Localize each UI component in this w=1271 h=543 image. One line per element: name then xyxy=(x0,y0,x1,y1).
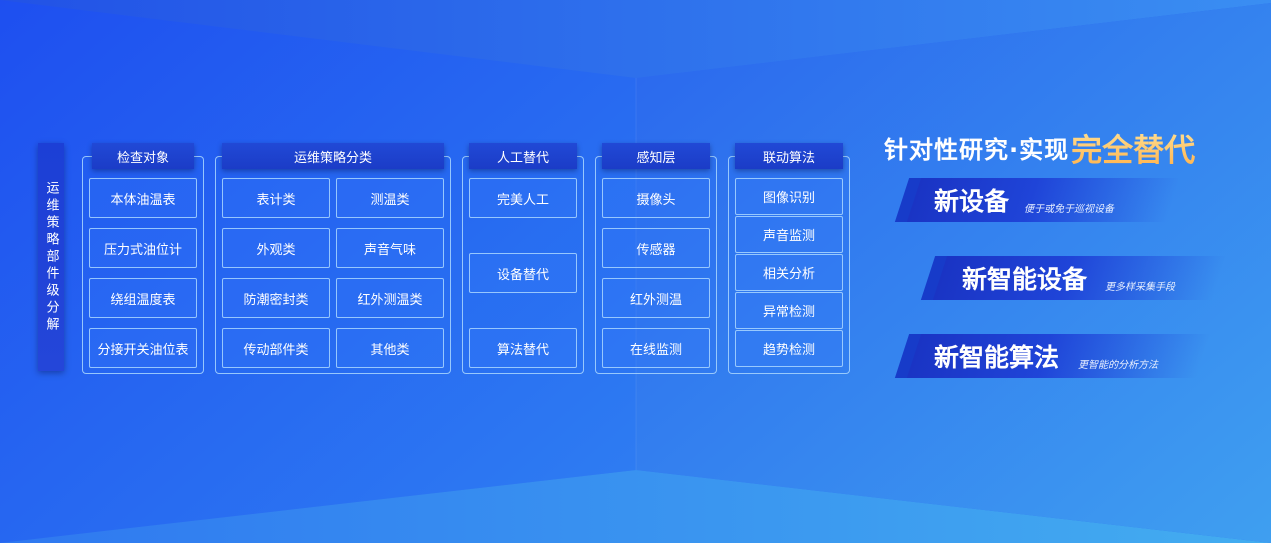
group-strategy-header: 运维策略分类 xyxy=(222,143,444,169)
strategy-item: 测温类 xyxy=(336,178,444,218)
group-algo xyxy=(728,156,850,374)
strategy-item: 红外测温类 xyxy=(336,278,444,318)
feature-title: 新设备 xyxy=(934,187,1010,216)
side-label-text: 运维策略部件级分解 xyxy=(43,180,59,334)
algo-item: 声音监测 xyxy=(735,216,843,253)
inspect-item: 分接开关油位表 xyxy=(89,328,197,368)
feature-new-device: 新设备 便于或免于巡视设备 xyxy=(894,178,1181,222)
sense-item: 传感器 xyxy=(602,228,710,268)
headline-prefix: 针对性研究·实现 xyxy=(884,135,1070,164)
feature-subtitle: 更多样采集手段 xyxy=(1105,281,1175,293)
feature-title: 新智能算法 xyxy=(934,343,1060,372)
group-replace-header: 人工替代 xyxy=(469,143,577,169)
replace-item: 设备替代 xyxy=(469,253,577,293)
side-label: 运维策略部件级分解 xyxy=(38,143,64,371)
feature-new-smart-algorithm: 新智能算法 更智能的分析方法 xyxy=(894,334,1211,378)
feature-title: 新智能设备 xyxy=(962,265,1088,294)
strategy-item: 传动部件类 xyxy=(222,328,330,368)
sense-item: 红外测温 xyxy=(602,278,710,318)
replace-item: 算法替代 xyxy=(469,328,577,368)
group-replace xyxy=(462,156,584,374)
replace-item: 完美人工 xyxy=(469,178,577,218)
algo-item: 图像识别 xyxy=(735,178,843,215)
strategy-item: 防潮密封类 xyxy=(222,278,330,318)
strategy-item: 声音气味 xyxy=(336,228,444,268)
strategy-item: 表计类 xyxy=(222,178,330,218)
feature-subtitle: 便于或免于巡视设备 xyxy=(1024,203,1114,215)
group-inspect-header: 检查对象 xyxy=(92,143,194,169)
group-inspect xyxy=(82,156,204,374)
inspect-item: 绕组温度表 xyxy=(89,278,197,318)
sense-item: 摄像头 xyxy=(602,178,710,218)
feature-subtitle: 更智能的分析方法 xyxy=(1078,359,1158,371)
feature-new-smart-device: 新智能设备 更多样采集手段 xyxy=(920,256,1227,300)
strategy-item: 外观类 xyxy=(222,228,330,268)
headline-highlight: 完全替代 xyxy=(1071,125,1195,170)
group-strategy xyxy=(215,156,451,374)
group-sense-header: 感知层 xyxy=(602,143,710,169)
group-algo-header: 联动算法 xyxy=(735,143,843,169)
sense-item: 在线监测 xyxy=(602,328,710,368)
algo-item: 异常检测 xyxy=(735,292,843,329)
inspect-item: 本体油温表 xyxy=(89,178,197,218)
headline: 针对性研究·实现 完全替代 xyxy=(884,124,1195,170)
algo-item: 趋势检测 xyxy=(735,330,843,367)
strategy-item: 其他类 xyxy=(336,328,444,368)
algo-item: 相关分析 xyxy=(735,254,843,291)
inspect-item: 压力式油位计 xyxy=(89,228,197,268)
